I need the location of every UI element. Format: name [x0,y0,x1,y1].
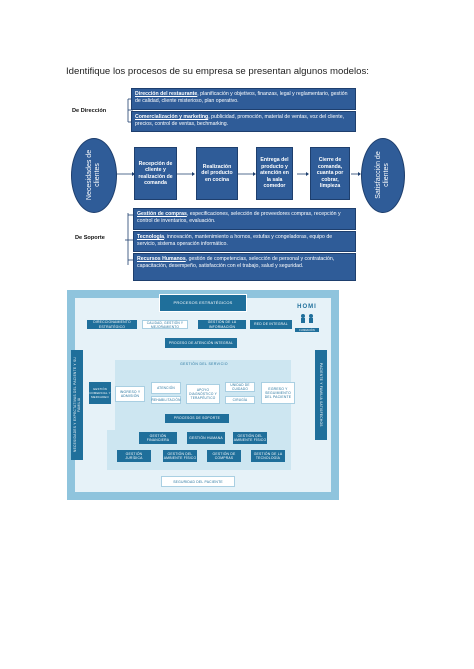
intro-text: Identifique los procesos de su empresa s… [66,66,369,77]
necesidades-ellipse [71,138,117,213]
core-box-recepcion: Recepción de cliente y realización de co… [134,147,177,200]
procesos-soporte-header: PROCESOS DE SOPORTE [165,414,229,423]
right-bar-satisfechos: PACIENTE Y FAMILIA SATISFECHOS [315,350,327,440]
soporte-box-rrhh: Recursos Humanos, gestión de competencia… [133,253,356,281]
soporte-tecnologia: GESTIÓN DE LA TECNOLOGÍA [251,450,285,462]
hospital-process-map: PROCESOS ESTRATÉGICOS HOMI FUNDACIÓN DIR… [67,290,339,500]
satisfaccion-label: Satisfacción de clientes [375,151,390,199]
soporte-box-compras: Gestión de compras, especificaciones, se… [133,208,356,230]
soporte-compras: GESTIÓN DE COMPRAS [207,450,241,462]
satisfaccion-ellipse [361,138,405,213]
core-box-cocina: Realización del producto en cocina [196,147,238,200]
servicio-rehabilitacion: REHABILITACIÓN [151,396,181,404]
servicio-cirugia: CIRUGÍA [225,396,255,404]
estrategico-4: RED DE INTEGRAL [250,320,292,329]
gestion-comercial: GESTIÓN COMERCIAL Y MERCADEO [89,382,111,404]
logo-figures-icon [301,314,313,323]
seguridad-paciente: SEGURIDAD DEL PACIENTE [161,476,235,487]
core-box-entrega: Entrega del producto y atención en la sa… [256,147,293,200]
label-soporte: De Soporte [75,235,105,241]
logo-text: HOMI [297,304,317,310]
logo-sub: FUNDACIÓN [295,328,319,332]
soporte-ambiente-2: GESTIÓN DEL AMBIENTE FÍSICO [163,450,197,462]
necesidades-label: Necesidades de clientes [86,149,101,201]
gestion-servicio-title: GESTIÓN DEL SERVICIO [180,362,228,366]
servicio-unidad-cuidado: UNIDAD DE CUIDADO [225,382,255,392]
soporte-box-tecnologia: Tecnología, innovación, mantenimiento a … [133,231,356,252]
estrategicos-title: PROCESOS ESTRATÉGICOS [159,294,247,312]
servicio-atencion: ATENCIÓN [151,382,181,394]
homi-logo: HOMI FUNDACIÓN [295,304,319,332]
estrategico-3: GESTIÓN DE LA INFORMACIÓN [198,320,246,329]
estrategico-2: CALIDAD, GESTIÓN Y MEJORAMIENTO [142,320,188,329]
servicio-apoyo: APOYO DIAGNÓSTICO Y TERAPÉUTICO [186,384,220,404]
core-box-cierre: Cierre de comanda, cuanta por cobrar, li… [310,147,350,200]
direccion-box-2: Comercialización y marketing, publicidad… [131,111,356,132]
connector-lines [115,98,361,265]
label-direccion: De Dirección [72,108,107,114]
servicio-egreso: EGRESO Y SEGUIMIENTO DEL PACIENTE [261,382,295,404]
left-bar-necesidades: NECESIDADES Y EXPECTATIVAS DEL PACIENTE … [71,350,83,460]
soporte-humana: GESTIÓN HUMANA [187,432,225,444]
soporte-juridica: GESTIÓN JURÍDICA [117,450,151,462]
soporte-ambiente-1: GESTIÓN DEL AMBIENTE FÍSICO [233,432,267,444]
estrategico-1: DIRECCIONAMIENTO ESTRATÉGICO [87,320,137,329]
direccion-box-1: Dirección del restaurante, planificación… [131,88,356,110]
soporte-financiera: GESTIÓN FINANCIERA [139,432,177,444]
servicio-ingreso: INGRESO Y ADMISIÓN [115,386,145,402]
atencion-integral-header: PROCESO DE ATENCIÓN INTEGRAL [165,338,237,348]
